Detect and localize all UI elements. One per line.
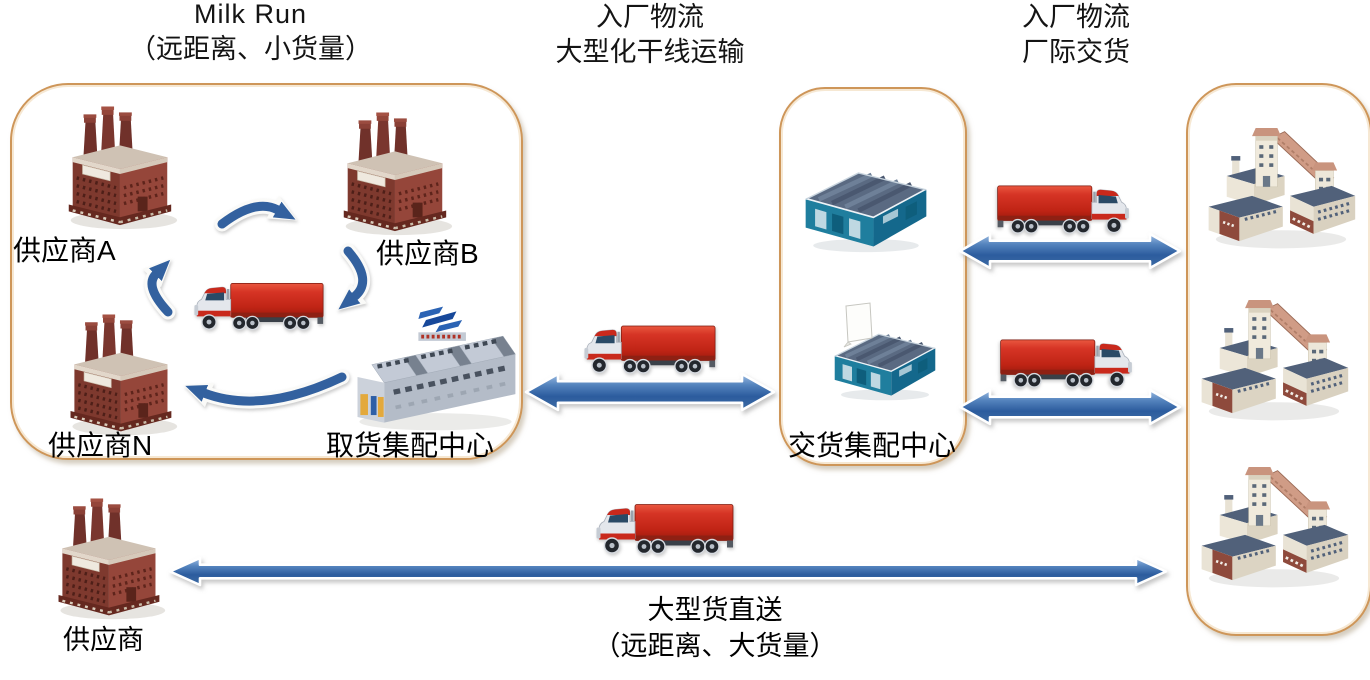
delivery-warehouse-icon-large bbox=[800, 155, 932, 255]
title-milk-run: Milk Run （远距离、小货量） bbox=[63, 0, 438, 67]
factory-icon-supplier-direct bbox=[43, 498, 171, 626]
double-arrow-interplant-2 bbox=[958, 388, 1182, 426]
label-supplier-direct: 供应商 bbox=[63, 625, 144, 655]
title-inbound-trunk-line2: 大型化干线运输 bbox=[555, 37, 745, 67]
direct-shipping-line2: （远距离、大货量） bbox=[593, 631, 837, 661]
double-arrow-trunk bbox=[524, 372, 776, 412]
double-arrow-interplant-1 bbox=[958, 232, 1182, 270]
plant-complex-icon-1 bbox=[1205, 110, 1357, 260]
label-supplier-n: 供应商N bbox=[48, 430, 153, 461]
delivery-center-zone-box bbox=[779, 87, 967, 466]
direct-shipping-caption: 大型货直送 （远距离、大货量） bbox=[480, 592, 950, 664]
truck-icon-interplant-1 bbox=[995, 184, 1131, 234]
label-delivery-center: 交货集配中心 bbox=[788, 430, 957, 461]
label-supplier-a: 供应商A bbox=[13, 235, 116, 266]
truck-icon-interplant-2 bbox=[998, 338, 1134, 388]
title-inbound-interplant: 入厂物流 厂际交货 bbox=[890, 0, 1262, 70]
factory-icon-supplier-b bbox=[328, 110, 458, 244]
label-pickup-center: 取货集配中心 bbox=[326, 430, 495, 461]
title-milk-run-line2: （远距离、小货量） bbox=[129, 34, 372, 64]
truck-icon-milk-run bbox=[193, 281, 325, 331]
truck-icon-trunk bbox=[583, 324, 717, 374]
cycle-arrow-bottom-icon bbox=[170, 365, 350, 417]
title-inbound-trunk: 入厂物流 大型化干线运输 bbox=[465, 0, 835, 70]
plant-complex-icon-2 bbox=[1198, 282, 1350, 432]
cycle-arrow-top-icon bbox=[214, 190, 300, 236]
factory-icon-supplier-a bbox=[53, 104, 183, 238]
plant-complex-icon-3 bbox=[1198, 450, 1350, 598]
title-inbound-interplant-line2: 厂际交货 bbox=[1022, 37, 1130, 67]
title-inbound-interplant-line1: 入厂物流 bbox=[1022, 2, 1130, 32]
cycle-arrow-right-icon bbox=[336, 243, 380, 317]
direct-shipping-line1: 大型货直送 bbox=[647, 595, 783, 625]
truck-icon-direct bbox=[595, 502, 735, 555]
double-arrow-direct bbox=[168, 556, 1168, 587]
title-milk-run-line1: Milk Run bbox=[193, 0, 308, 29]
document-icon bbox=[838, 300, 878, 350]
pickup-warehouse-icon bbox=[348, 300, 523, 435]
label-supplier-b: 供应商B bbox=[376, 238, 479, 269]
title-inbound-trunk-line1: 入厂物流 bbox=[596, 2, 704, 32]
cycle-arrow-left-icon bbox=[140, 248, 180, 320]
